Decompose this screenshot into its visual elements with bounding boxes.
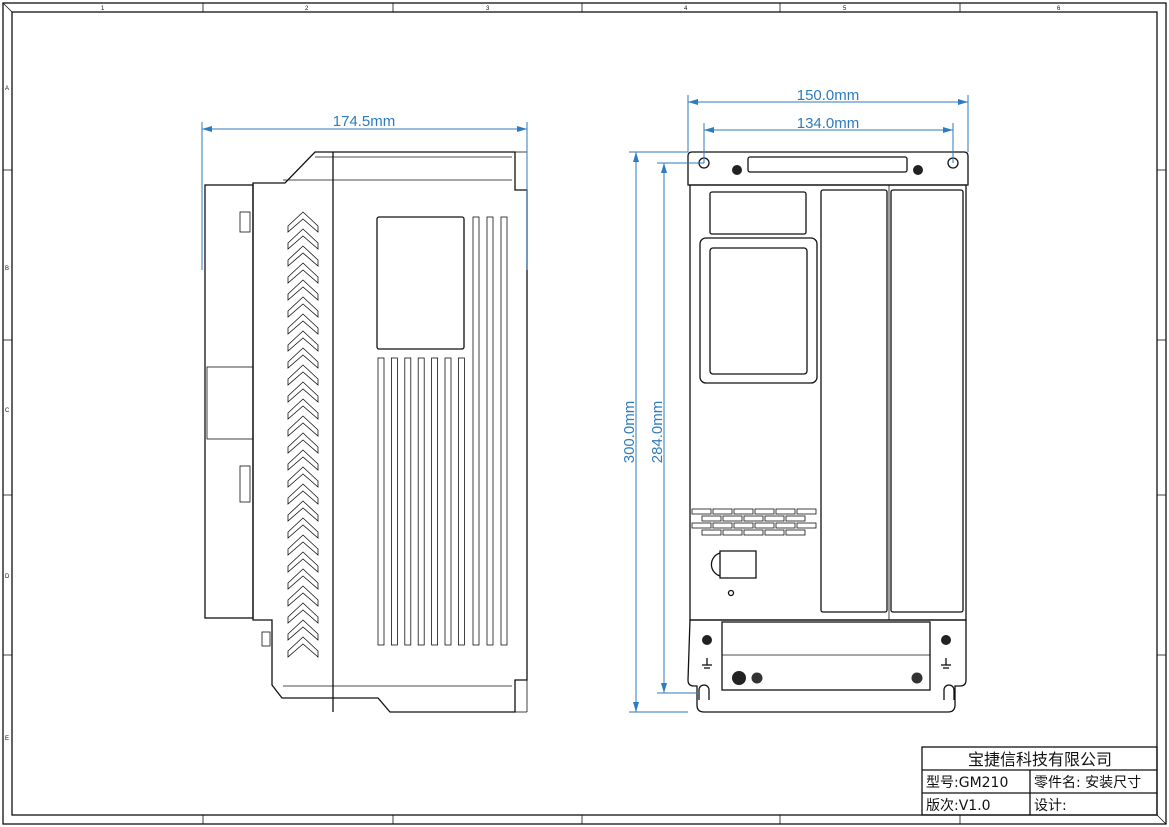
vent-slot [431,357,439,646]
chevron-vent [287,602,319,624]
zone-label: E [5,736,9,742]
zone-label: A [5,86,9,92]
chevron-vent [287,262,319,284]
dimension-front-height: 300.0mm [621,401,638,464]
vent-slot [390,357,398,646]
chevron-vent [287,534,319,556]
grille-slot [754,508,775,515]
company-name: 宝捷信科技有限公司 [968,750,1112,769]
side-label-window [376,216,465,350]
part-name-label: 零件名: 安装尺寸 [1034,775,1141,791]
chevron-vent [287,449,319,471]
chevron-vent [287,500,319,522]
dimensions: 174.5mm 150.0mm 134.0mm 300.0mm 284.0mm [201,87,969,713]
screw-icon [941,635,951,645]
vent-grille [691,508,817,536]
grille-slot [733,522,754,529]
ground-icon [941,658,951,669]
terminal-screw-icon [751,672,763,684]
grille-slot [712,522,733,529]
version-label: 版次:V1.0 [926,798,991,814]
grille-slot [691,508,712,515]
vent-slot [457,357,465,646]
grille-slot [701,515,722,522]
vent-chevrons [287,211,319,658]
vent-slots [377,216,508,646]
chevron-vent [287,483,319,505]
designer-label: 设计: [1034,798,1067,814]
grille-slot [785,529,806,536]
keypad-display-frame [699,237,818,384]
chevron-vent [287,279,319,301]
front-view [687,151,969,713]
dimension-mount-width: 134.0mm [797,115,860,132]
vent-slot [500,216,508,646]
chevron-vent [287,228,319,250]
vent-slot [417,357,425,646]
grille-slot [775,508,796,515]
zone-label: 1 [101,6,105,12]
grille-slot [796,508,817,515]
chevron-vent [287,398,319,420]
chevron-vent [287,381,319,403]
ground-icon [702,658,712,669]
side-view [204,151,528,713]
zone-label: 4 [684,6,688,12]
chevron-vent [287,330,319,352]
grille-slot [743,515,764,522]
chevron-vent [287,364,319,386]
grille-slot [722,515,743,522]
terminal-screw-icon [732,671,746,685]
chevron-vent [287,568,319,590]
grille-slot [764,529,785,536]
vent-slot [486,216,494,646]
screw-icon [732,165,742,175]
chevron-vent [287,585,319,607]
chevron-vent [287,517,319,539]
grille-slot [754,522,775,529]
grille-slot [733,508,754,515]
vent-slot [377,357,385,646]
grille-slot [722,529,743,536]
chevron-vent [287,211,319,233]
grille-slot [785,515,806,522]
chevron-vent [287,296,319,318]
screw-icon [913,165,923,175]
vent-slot [444,357,452,646]
zone-label: 5 [843,6,847,12]
zone-label: 2 [305,6,309,12]
grille-slot [691,522,712,529]
chevron-vent [287,347,319,369]
chevron-vent [287,415,319,437]
chevron-vent [287,636,319,658]
grille-slot [775,522,796,529]
grille-slot [764,515,785,522]
screw-icon [702,635,712,645]
vent-slot [404,357,412,646]
vent-slot [472,216,480,646]
zone-label: C [5,408,10,414]
grille-slot [712,508,733,515]
chevron-vent [287,432,319,454]
dimension-side-depth: 174.5mm [333,113,396,130]
dimension-mount-height: 284.0mm [649,401,666,464]
zone-label: B [5,266,9,272]
zone-label: D [5,574,10,580]
grille-slot [743,529,764,536]
zone-label: 6 [1057,6,1061,12]
grille-slot [701,529,722,536]
chevron-vent [287,245,319,267]
dimension-front-width: 150.0mm [797,87,860,104]
chevron-vent [287,466,319,488]
terminal-screw-icon [911,672,923,684]
chevron-vent [287,551,319,573]
chevron-vent [287,313,319,335]
model-label: 型号:GM210 [926,775,1008,791]
title-block: 宝捷信科技有限公司 型号:GM210 零件名: 安装尺寸 版次:V1.0 设计: [921,746,1158,816]
chevron-vent [287,619,319,641]
grille-slot [796,522,817,529]
zone-label: 3 [486,6,490,12]
